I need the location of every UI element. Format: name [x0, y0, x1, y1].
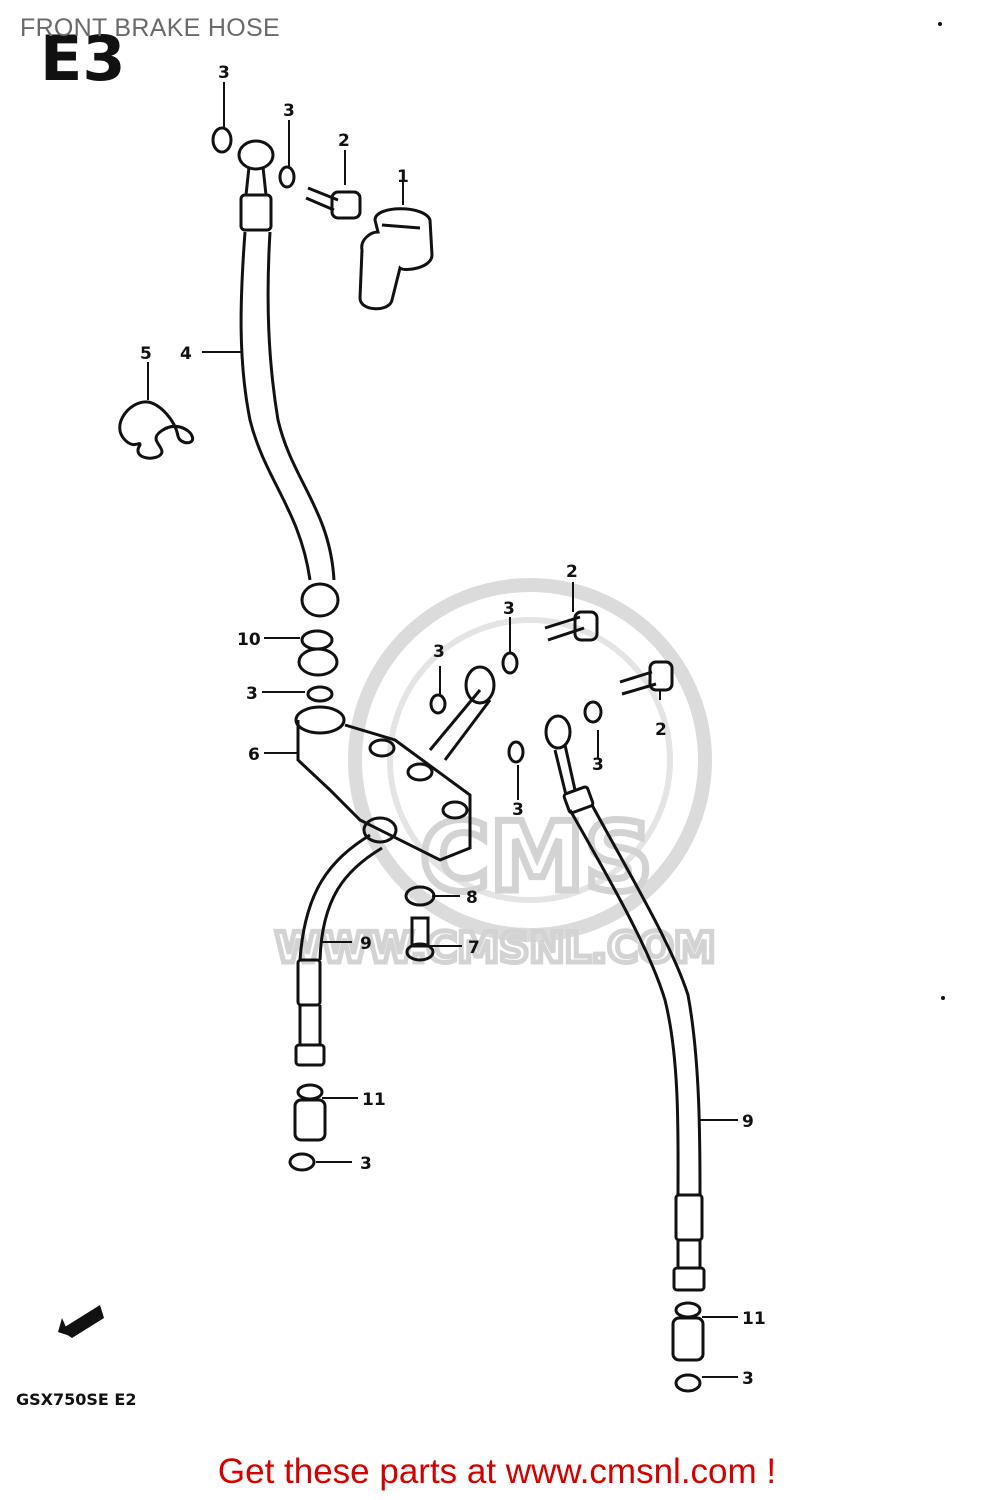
- callout-2: 2: [655, 720, 667, 740]
- callout-3: 3: [592, 755, 604, 775]
- brake-hose-lower-left: [293, 833, 383, 1142]
- callout-3: 3: [360, 1154, 372, 1174]
- watermark-url: WWW.CMSNL.COM: [275, 923, 716, 972]
- brake-hose-upper: [237, 139, 340, 677]
- brake-hose-joint-6: [294, 665, 496, 862]
- callout-3: 3: [218, 63, 230, 83]
- cta-link[interactable]: Get these parts at www.cmsnl.com !: [217, 1452, 777, 1491]
- callout-numbers: 1 2 2 2 3 3 3 3 3 3 3 3 3 4 5 6 7 8 9 9 …: [140, 63, 766, 1389]
- callout-3: 3: [742, 1369, 754, 1389]
- callout-11: 11: [362, 1090, 386, 1110]
- callout-7: 7: [468, 938, 480, 958]
- callout-3: 3: [512, 800, 524, 820]
- union-bolt-2: [305, 186, 674, 696]
- callout-9: 9: [742, 1112, 754, 1132]
- callout-3: 3: [433, 642, 445, 662]
- callout-3: 3: [283, 101, 295, 121]
- gasket-washers-3: [211, 126, 702, 1393]
- brake-hose-lower-right: [544, 714, 706, 1362]
- page-title: FRONT BRAKE HOSE: [20, 14, 280, 42]
- callout-3: 3: [246, 684, 258, 704]
- model-stamp: GSX750SE E2: [16, 1390, 136, 1409]
- callout-8: 8: [466, 888, 478, 908]
- callout-11: 11: [742, 1309, 766, 1329]
- callout-9: 9: [360, 934, 372, 954]
- callout-6: 6: [248, 745, 260, 765]
- watermark: CMS WWW.CMSNL.COM: [273, 578, 718, 975]
- callout-2: 2: [338, 131, 350, 151]
- callout-5: 5: [140, 344, 152, 364]
- callout-3: 3: [503, 599, 515, 619]
- callout-2: 2: [566, 562, 578, 582]
- protective-cap-1: [358, 207, 434, 311]
- callout-leaders: [147, 82, 738, 1378]
- callout-1: 1: [397, 167, 409, 187]
- callout-10: 10: [237, 630, 261, 650]
- direction-arrow-icon: [58, 1305, 104, 1338]
- callout-4: 4: [180, 344, 192, 364]
- section-code: E3: [40, 22, 126, 95]
- hose-clamp-5: [118, 400, 195, 460]
